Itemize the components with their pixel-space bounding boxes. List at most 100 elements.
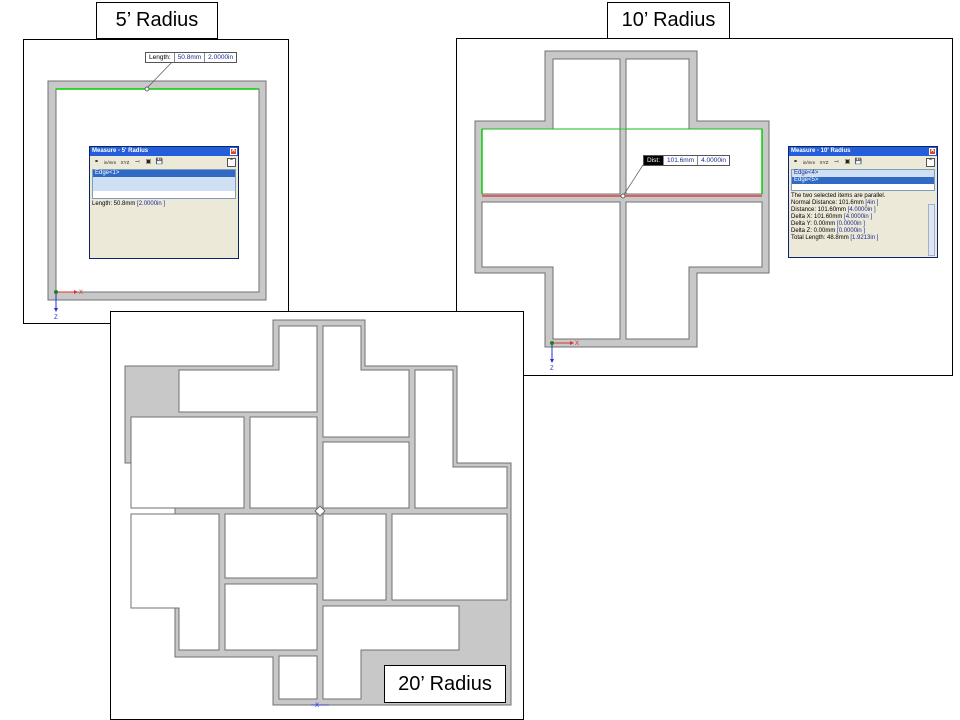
arc-condition-button[interactable]: ⚭ (93, 159, 100, 165)
caption-20ft: 20’ Radius (384, 665, 506, 703)
result-row: Delta Y: 0.00mm [0.0000in ] (791, 221, 925, 228)
room-10 (391, 513, 508, 601)
x-axis-label: X (315, 703, 319, 709)
axis-triad-5ft: X Z (54, 290, 83, 321)
dialog-title-bar-10[interactable]: Measure - 10' Radius ✕ (789, 147, 937, 156)
list-item[interactable]: Edge<1> (93, 170, 235, 177)
result-label: Total Length: 48.8mm (791, 235, 849, 241)
room-9 (322, 513, 387, 601)
result-value: [0.0000in ] (837, 228, 866, 234)
tooltip-in: 2.0000in (208, 54, 234, 61)
dialog-title-10: Measure - 10' Radius (791, 148, 851, 154)
room-5 (249, 416, 318, 509)
result-label: Delta Y: 0.00mm (791, 221, 836, 227)
xyz-button[interactable]: XYZ (819, 160, 829, 165)
room-7 (130, 513, 220, 651)
room-3 (414, 369, 508, 509)
close-icon[interactable]: ✕ (230, 148, 237, 155)
measure-dialog-5ft[interactable]: Measure - 5' Radius ✕ ⚭ in/mm XYZ ⤙ ▣ 💾 … (89, 146, 239, 259)
result-row: Delta X: 101.60mm [4.0000in ] (791, 214, 925, 221)
arc-condition-button[interactable]: ⚭ (792, 159, 799, 165)
result-value: [2.0000in ] (137, 201, 166, 207)
result-label: Delta X: 101.60mm (791, 214, 843, 220)
view-10ft-radius: Dist: 101.6mm 4.0000in Measure - 10' Rad… (456, 38, 953, 376)
units-button[interactable]: in/mm (802, 160, 816, 165)
room-8 (224, 513, 318, 579)
room-lower-right (625, 201, 763, 340)
result-value: [4.0000in ] (847, 207, 876, 213)
z-axis-label: Z (550, 366, 554, 372)
coordinate-system-button[interactable]: ⤙ (135, 159, 140, 165)
measure-dialog-10ft[interactable]: Measure - 10' Radius ✕ ⚭ in/mm XYZ ⤙ ▣ 💾… (788, 146, 938, 258)
pick-point (144, 86, 150, 92)
origin-marker (54, 290, 58, 294)
results-scrollbar[interactable] (928, 204, 935, 256)
coordinate-system-button[interactable]: ⤙ (834, 159, 839, 165)
result-label: Distance: 101.60mm (791, 207, 847, 213)
result-label: Length: 50.8mm (92, 201, 136, 207)
room-lower-left (481, 201, 621, 340)
result-value: [4in ] (865, 200, 879, 206)
close-icon[interactable]: ✕ (929, 148, 936, 155)
room-2 (322, 325, 410, 438)
room-1 (178, 325, 318, 413)
collapse-icon[interactable]: ⌃ (227, 158, 236, 167)
results-panel: Length: 50.8mm [2.0000in ] (92, 201, 236, 208)
dialog-title-bar[interactable]: Measure - 5' Radius ✕ (90, 147, 238, 156)
projection-button[interactable]: ▣ (844, 159, 851, 165)
save-icon[interactable]: 💾 (155, 159, 164, 165)
x-arrow-head (570, 341, 574, 345)
view-5ft-radius: Length: 50.8mm 2.0000in Measure - 5' Rad… (23, 39, 289, 324)
room-11 (224, 583, 318, 651)
result-value: [0.0000in ] (836, 221, 865, 227)
projection-button[interactable]: ▣ (145, 159, 152, 165)
tooltip-key-10: Dist: (644, 156, 664, 165)
caption-10ft: 10’ Radius (607, 2, 730, 39)
selection-list-10[interactable]: Edge<4> Edge<5> (791, 169, 935, 191)
room-13 (278, 655, 318, 700)
result-value: [4.0000in ] (844, 214, 873, 220)
result-label: The two selected items are parallel. (791, 193, 886, 199)
dialog-toolbar: ⚭ in/mm XYZ ⤙ ▣ 💾 ⌃ (90, 156, 238, 169)
origin-marker (550, 341, 554, 345)
room-6 (322, 441, 410, 509)
room-4 (130, 416, 245, 509)
drawing-20ft: X (124, 319, 512, 709)
z-arrow-head (54, 308, 58, 312)
result-value: [1.9213in ] (850, 235, 879, 241)
caption-5ft: 5’ Radius (96, 2, 218, 39)
selection-list[interactable]: Edge<1> (92, 169, 236, 199)
tooltip-leader (146, 59, 175, 89)
x-axis-label: X (575, 341, 579, 347)
room-12 (322, 605, 460, 700)
result-row: Distance: 101.60mm [4.0000in ] (791, 207, 925, 214)
tooltip-in-10: 4.0000in (701, 157, 727, 164)
center-node (314, 505, 326, 517)
save-icon[interactable]: 💾 (854, 159, 863, 165)
units-button[interactable]: in/mm (103, 160, 117, 165)
x-arrow-head (74, 290, 78, 294)
length-tooltip: Length: 50.8mm 2.0000in (145, 52, 238, 63)
result-row: Delta Z: 0.00mm [0.0000in ] (791, 228, 925, 235)
result-row: Normal Distance: 101.6mm [4in ] (791, 200, 925, 207)
x-axis-label: X (79, 290, 83, 296)
list-item[interactable]: Edge<4> (792, 170, 934, 177)
z-axis-label: Z (54, 315, 58, 321)
result-row: The two selected items are parallel. (791, 193, 925, 200)
outer-wall-cross (474, 50, 770, 348)
result-label: Normal Distance: 101.6mm (791, 200, 864, 206)
collapse-icon[interactable]: ⌃ (926, 158, 935, 167)
tooltip-key: Length: (146, 53, 175, 62)
xyz-button[interactable]: XYZ (120, 160, 130, 165)
list-item[interactable]: Edge<5> (792, 177, 934, 184)
list-item-empty[interactable] (93, 177, 235, 191)
room-upper-right (625, 58, 690, 130)
axis-triad-10ft: X Z (550, 341, 579, 372)
pick-point-10 (620, 193, 626, 199)
tooltip-leader-10 (622, 164, 644, 197)
room-upper-left (552, 58, 621, 130)
view-20ft-radius: X 20’ Radius (110, 311, 524, 720)
z-arrow-head (550, 359, 554, 363)
result-row: Total Length: 48.8mm [1.9213in ] (791, 235, 925, 242)
distance-tooltip: Dist: 101.6mm 4.0000in (643, 155, 731, 166)
